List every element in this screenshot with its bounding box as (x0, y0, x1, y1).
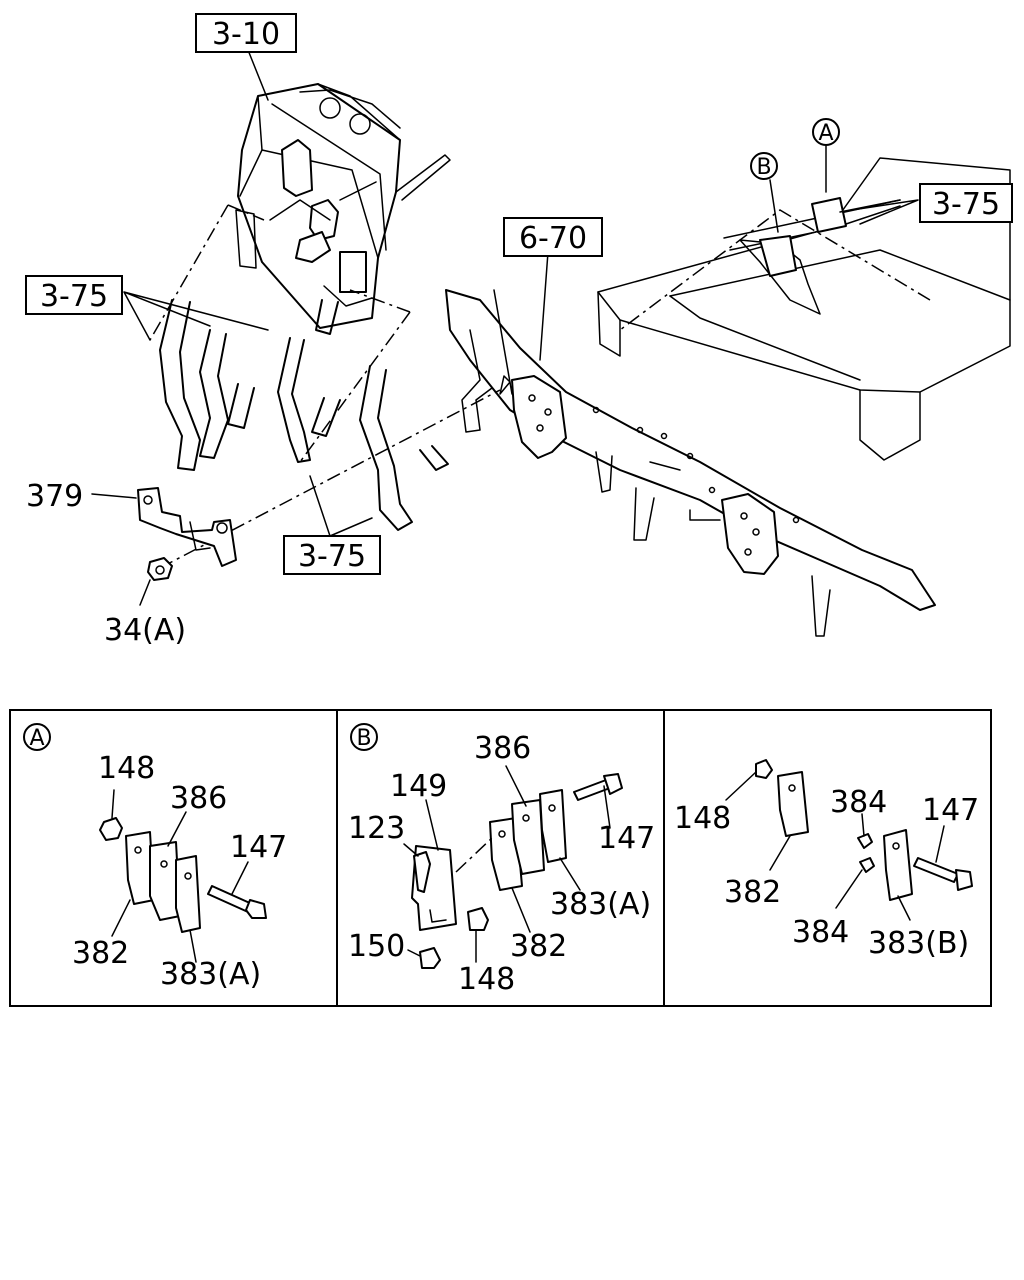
nut-148c (755, 759, 773, 779)
detail-panel-c: 148 384 147 382 384 383(B) (674, 759, 979, 961)
label-148: 148 (98, 751, 155, 786)
label-382c: 382 (724, 875, 781, 910)
nut-148b (467, 907, 489, 931)
pedal-bracket-assembly (235, 83, 451, 329)
helper-line (619, 209, 931, 331)
bolt-123 (413, 851, 431, 893)
label-149: 149 (390, 769, 447, 804)
marker-a-circle (812, 118, 840, 146)
marker-a: A (818, 121, 833, 146)
label-383a-b: 383(A) (550, 887, 651, 922)
leader-b (769, 179, 779, 233)
ref-box-3-75-left (25, 275, 123, 315)
ref-3-75-right: 3-75 (932, 187, 1000, 222)
bolt-147 (207, 885, 253, 913)
ref-6-70: 6-70 (519, 221, 587, 256)
label-148b: 148 (458, 962, 515, 997)
detail-panel-b: B 386 149 123 147 383(A) 150 382 148 (348, 723, 655, 997)
clamp-386 (149, 841, 181, 921)
leader-379 (91, 493, 137, 499)
detail-b-marker: B (356, 726, 371, 751)
label-383a: 383(A) (160, 957, 261, 992)
label-147c: 147 (922, 793, 979, 828)
ref-box-6-70 (503, 217, 603, 257)
label-147: 147 (230, 830, 287, 865)
nut-34a (147, 557, 173, 581)
label-382b: 382 (510, 929, 567, 964)
detail-panel-a: A 148 386 147 382 383(A) (23, 723, 287, 992)
bolt-147c (913, 857, 959, 883)
label-386: 386 (170, 781, 227, 816)
helper-line (149, 204, 229, 341)
helper-line (227, 204, 265, 221)
label-147b: 147 (598, 821, 655, 856)
detail-a-marker: A (29, 726, 44, 751)
part-34a-label: 34(A) (104, 613, 186, 648)
clamp-386b (511, 799, 545, 875)
ref-box-3-75-bottom (283, 535, 381, 575)
leader-3-75-right (851, 199, 919, 225)
label-384-bottom: 384 (792, 915, 849, 950)
clamp-382c (777, 771, 809, 837)
label-384-top: 384 (830, 785, 887, 820)
clip-384-bottom (859, 857, 875, 873)
detail-a-marker-circle (23, 723, 51, 751)
detail-panels-frame (9, 709, 992, 1007)
clamp-383a (175, 855, 201, 933)
label-123: 123 (348, 811, 405, 846)
leader-3-10 (247, 49, 269, 101)
clamp-382 (125, 831, 155, 905)
marker-b-circle (750, 152, 778, 180)
ref-box-3-75-right (919, 183, 1013, 223)
brake-pipes-left (159, 299, 449, 531)
label-148c: 148 (674, 801, 731, 836)
marker-b: B (756, 155, 771, 180)
nut-150 (419, 947, 441, 969)
leader-3-75-left (123, 291, 269, 341)
ref-3-75-left: 3-75 (40, 279, 108, 314)
helper-line (349, 289, 411, 313)
helper-line (299, 311, 411, 463)
leader-3-75-bottom (309, 475, 373, 537)
label-383b: 383(B) (868, 926, 969, 961)
label-386b: 386 (474, 731, 531, 766)
bracket-379 (137, 487, 237, 567)
leader-6-70 (539, 251, 549, 361)
frame-crossmember (445, 289, 936, 637)
leader-34a (139, 579, 151, 606)
clamp-383b (883, 829, 913, 901)
detail-b-marker-circle (350, 723, 378, 751)
ref-3-10: 3-10 (212, 17, 280, 52)
clamp-383a-b (539, 789, 567, 863)
label-382: 382 (72, 936, 129, 971)
ref-3-75-bottom: 3-75 (298, 539, 366, 574)
clip-384-top (857, 833, 873, 849)
part-379-label: 379 (26, 479, 83, 514)
ref-box-3-10 (195, 13, 297, 53)
label-150: 150 (348, 929, 405, 964)
nut-148 (99, 817, 123, 841)
